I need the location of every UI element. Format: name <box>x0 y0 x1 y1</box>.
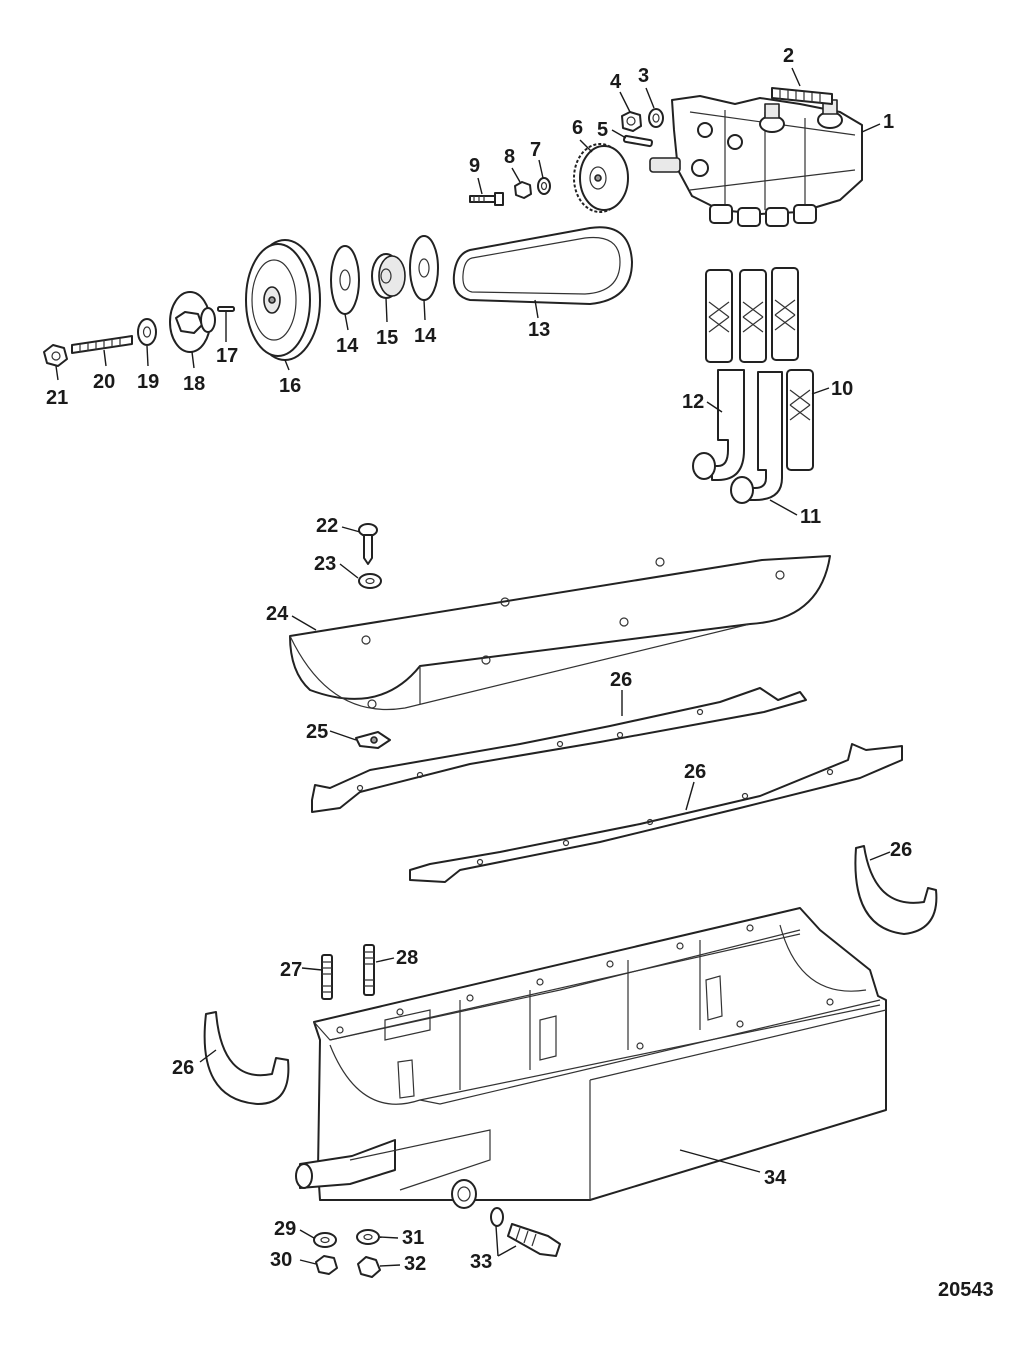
part-5-key <box>623 134 653 148</box>
figure-number: 20543 <box>938 1279 994 1301</box>
callout-26-left-seal: 26 <box>172 1057 194 1079</box>
callout-29: 29 <box>274 1218 296 1240</box>
callout-18: 18 <box>183 373 205 395</box>
callout-12: 12 <box>682 391 704 413</box>
part-31-washer <box>356 1229 380 1245</box>
part-13-belt <box>452 226 633 305</box>
part-30-nut <box>315 1255 338 1275</box>
part-33-drain-fitting <box>490 1207 561 1257</box>
part-25-clip <box>355 731 391 749</box>
callout-14-left: 14 <box>336 335 359 357</box>
callout-22: 22 <box>316 515 338 537</box>
callout-17: 17 <box>216 345 238 367</box>
callout-8: 8 <box>504 146 515 168</box>
callout-10: 10 <box>831 378 853 400</box>
part-2-stud <box>771 87 833 105</box>
callout-28: 28 <box>396 947 418 969</box>
callout-3: 3 <box>638 65 649 87</box>
part-21-nut <box>43 344 68 367</box>
part-19-washer <box>137 318 157 346</box>
callout-labels: 1 2 3 4 5 6 7 8 9 10 11 12 13 14 14 15 1… <box>46 45 912 1275</box>
part-8-nut <box>514 181 532 199</box>
part-12-hose <box>692 269 745 481</box>
part-27-stud <box>321 954 333 1000</box>
part-14-spacer-left <box>330 245 360 315</box>
leader-lines <box>55 67 891 1267</box>
callout-24: 24 <box>266 603 289 625</box>
callout-21: 21 <box>46 387 68 409</box>
callout-33: 33 <box>470 1251 492 1273</box>
part-26-gasket-upper <box>311 687 807 813</box>
callout-4: 4 <box>610 71 622 93</box>
callout-9: 9 <box>469 155 480 177</box>
callout-13: 13 <box>528 319 550 341</box>
part-18-hub <box>169 291 216 353</box>
part-34-oil-pan <box>295 907 887 1209</box>
part-28-stud <box>363 944 375 996</box>
callout-30: 30 <box>270 1249 292 1271</box>
callout-6: 6 <box>572 117 583 139</box>
callout-31: 31 <box>402 1227 424 1249</box>
part-24-windage-tray <box>289 555 831 711</box>
part-10-hose <box>771 267 814 471</box>
callout-23: 23 <box>314 553 336 575</box>
part-4-nut <box>621 111 642 132</box>
part-17-pin <box>217 306 235 312</box>
part-23-washer <box>358 573 382 589</box>
part-22-screw <box>358 523 378 565</box>
part-7-washer <box>537 177 551 195</box>
part-29-washer <box>313 1232 337 1248</box>
callout-5: 5 <box>597 119 608 141</box>
callout-20: 20 <box>93 371 115 393</box>
callout-26-lower-gasket: 26 <box>684 761 706 783</box>
callout-26-upper-gasket: 26 <box>610 669 632 691</box>
callout-34: 34 <box>764 1167 787 1189</box>
callout-32: 32 <box>404 1253 426 1275</box>
part-26-gasket-lower <box>409 743 903 883</box>
part-15-crank-sprocket <box>371 253 406 299</box>
callout-15: 15 <box>376 327 398 349</box>
callout-25: 25 <box>306 721 328 743</box>
callout-7: 7 <box>530 139 541 161</box>
part-9-bolt <box>469 192 504 206</box>
part-16-pulley <box>245 239 321 361</box>
part-32-nut <box>357 1256 381 1278</box>
callout-16: 16 <box>279 375 301 397</box>
callout-27: 27 <box>280 959 302 981</box>
part-20-bolt <box>71 335 133 354</box>
part-26-seal-right <box>854 845 938 935</box>
callout-1: 1 <box>883 111 894 133</box>
part-6-sprocket <box>573 143 629 213</box>
part-14-spacer-right <box>409 235 439 301</box>
part-1-pump-assembly <box>649 95 863 227</box>
callout-11: 11 <box>800 506 821 528</box>
callout-14-right: 14 <box>414 325 437 347</box>
part-3-washer <box>648 108 664 128</box>
part-11-hose <box>730 269 783 504</box>
callout-2: 2 <box>783 45 794 67</box>
callout-26-right-seal: 26 <box>890 839 912 861</box>
callout-19: 19 <box>137 371 159 393</box>
part-26-seal-left <box>203 1011 290 1105</box>
